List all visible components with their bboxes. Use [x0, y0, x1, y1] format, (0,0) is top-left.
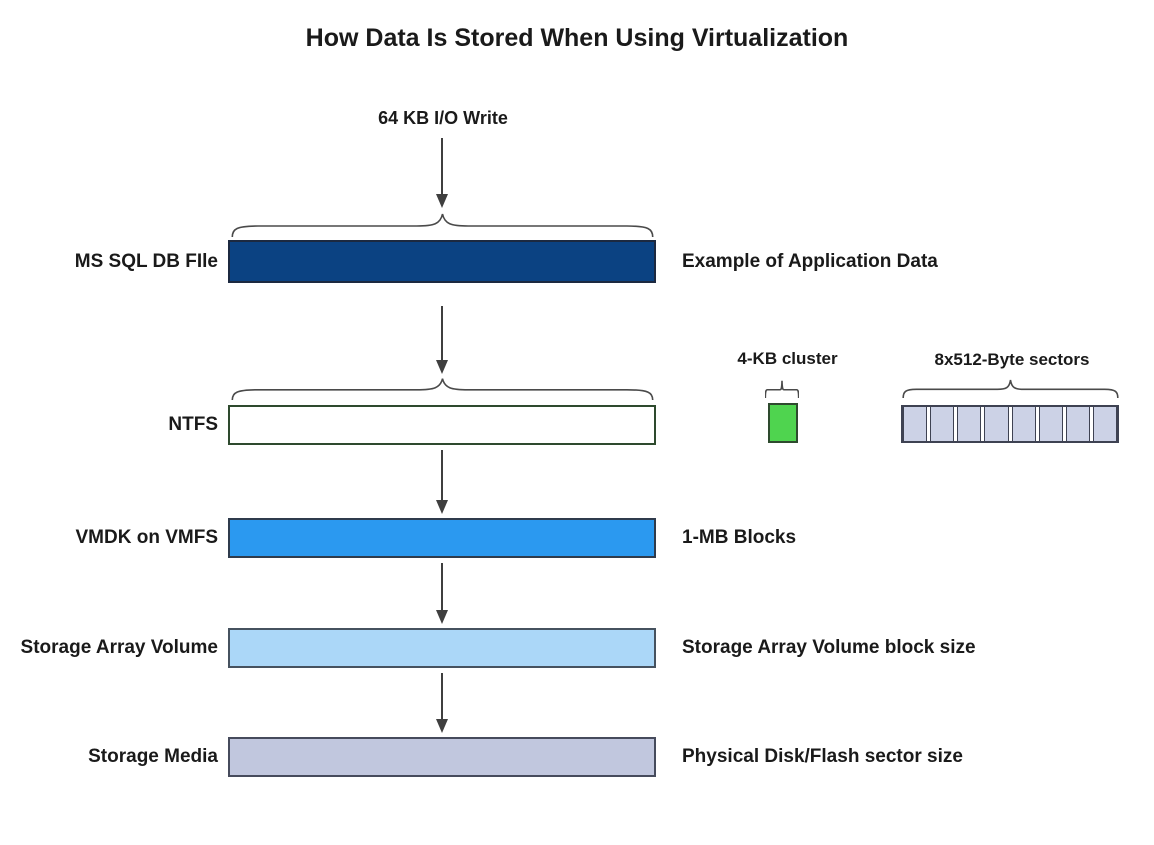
row-label-vmdk: VMDK on VMFS	[75, 527, 219, 548]
down-arrow-icon	[436, 673, 448, 733]
row-label-storage-media: Storage Media	[88, 746, 218, 767]
sector-cell	[1011, 407, 1036, 441]
bar-storage-array-volume	[228, 628, 656, 668]
diagram-title: How Data Is Stored When Using Virtualiza…	[305, 24, 849, 52]
sector-cell	[957, 407, 982, 441]
annotation-storage-media: Physical Disk/Flash sector size	[682, 746, 963, 767]
annotation-vmdk: 1-MB Blocks	[682, 527, 797, 548]
annotation-storage-array-volume: Storage Array Volume block size	[682, 637, 976, 658]
sector-cell	[903, 407, 928, 441]
brace-cluster	[765, 377, 799, 398]
annotation-sql: Example of Application Data	[682, 250, 938, 272]
row-label-ntfs: NTFS	[168, 414, 218, 435]
brace-sql	[228, 209, 657, 237]
sector-cell	[930, 407, 955, 441]
sector-cell	[1038, 407, 1063, 441]
bar-sql-db-file	[228, 240, 656, 283]
brace-sectors	[901, 376, 1120, 398]
cluster-box	[768, 403, 798, 443]
brace-ntfs	[228, 374, 657, 400]
bar-ntfs-clusters	[228, 405, 656, 445]
sector-cell	[1092, 407, 1117, 441]
io-write-label: 64 KB I/O Write	[378, 108, 508, 128]
down-arrow-icon	[436, 306, 448, 374]
bar-vmdk	[228, 518, 656, 558]
down-arrow-icon	[436, 563, 448, 624]
row-label-storage-array-volume: Storage Array Volume	[20, 637, 218, 658]
bar-storage-media	[228, 737, 656, 777]
sector-cell	[984, 407, 1009, 441]
sector-cell	[1065, 407, 1090, 441]
down-arrow-icon	[436, 138, 448, 208]
cluster-label: 4-KB cluster	[737, 349, 838, 368]
sectors-label: 8x512-Byte sectors	[934, 350, 1090, 369]
sector-row	[901, 405, 1119, 443]
down-arrow-icon	[436, 450, 448, 514]
row-label-sql: MS SQL DB FIle	[74, 250, 218, 272]
